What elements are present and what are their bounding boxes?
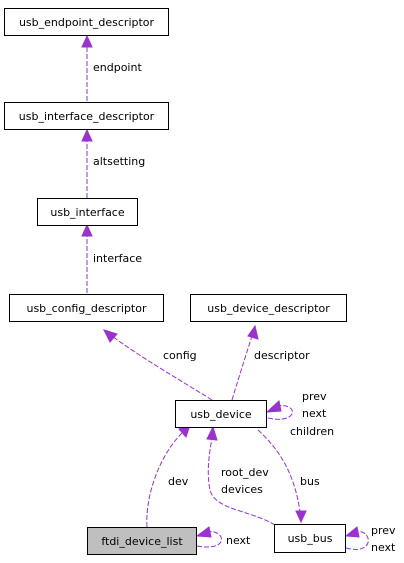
edge-bus-self: prev next — [344, 524, 396, 554]
edge-interface: interface — [81, 223, 142, 293]
node-usb-config-descriptor[interactable]: usb_config_descriptor — [9, 294, 164, 322]
edge-label-bus-prev: prev — [371, 524, 396, 537]
edge-label-device-prev: prev — [302, 390, 327, 403]
node-usb-interface[interactable]: usb_interface — [37, 198, 138, 226]
node-label: usb_interface — [50, 206, 124, 219]
node-label: usb_config_descriptor — [26, 302, 146, 315]
node-usb-bus[interactable]: usb_bus — [274, 524, 346, 553]
node-label: usb_interface_descriptor — [19, 110, 155, 123]
edge-label-altsetting: altsetting — [93, 155, 145, 168]
node-label: usb_device_descriptor — [207, 302, 330, 315]
node-label: ftdi_device_list — [101, 535, 183, 548]
node-label: usb_endpoint_descriptor — [19, 16, 155, 29]
edge-device-self: prev next children — [265, 390, 334, 438]
node-usb-endpoint-descriptor[interactable]: usb_endpoint_descriptor — [4, 8, 169, 36]
edge-label-bus-next: next — [371, 541, 396, 554]
edge-list-self: next — [195, 526, 251, 548]
edge-label-endpoint: endpoint — [93, 61, 142, 74]
edge-label-config: config — [163, 349, 197, 362]
edge-label-devices: devices — [221, 483, 263, 496]
edge-altsetting: altsetting — [81, 128, 145, 198]
edge-label-device-children: children — [290, 425, 334, 438]
node-label: usb_device — [190, 408, 252, 421]
node-usb-device[interactable]: usb_device — [175, 400, 267, 428]
edge-label-interface: interface — [93, 252, 142, 265]
edge-bus: bus — [257, 429, 320, 524]
edge-label-bus: bus — [300, 475, 320, 488]
node-label: usb_bus — [288, 532, 333, 545]
edge-endpoint: endpoint — [81, 34, 142, 101]
edge-descriptor: descriptor — [231, 324, 310, 401]
edge-label-root-dev: root_dev — [221, 466, 269, 479]
node-usb-device-descriptor[interactable]: usb_device_descriptor — [190, 294, 347, 322]
edge-dev: dev — [146, 424, 191, 528]
edge-label-list-next: next — [226, 534, 251, 547]
edge-label-device-next: next — [302, 407, 327, 420]
node-usb-interface-descriptor[interactable]: usb_interface_descriptor — [4, 102, 169, 130]
edge-config: config — [103, 329, 213, 401]
edge-label-descriptor: descriptor — [254, 349, 310, 362]
edge-root-dev-devices: root_dev devices — [206, 425, 276, 526]
node-ftdi-device-list[interactable]: ftdi_device_list — [87, 527, 197, 555]
edge-label-dev: dev — [168, 475, 189, 488]
